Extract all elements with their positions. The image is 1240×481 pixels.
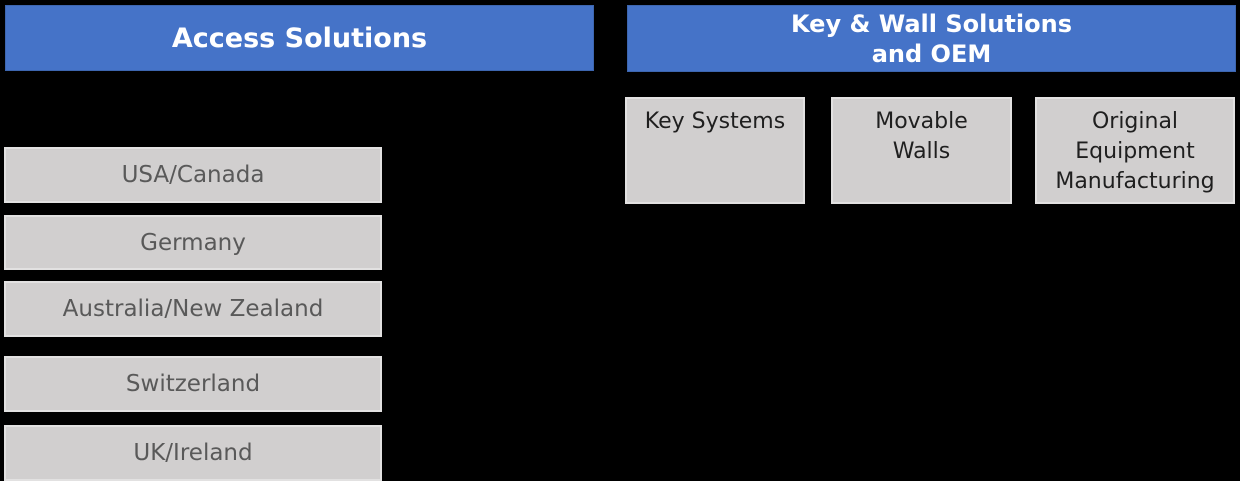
region-switzerland: Switzerland	[4, 356, 382, 412]
unit-key-systems: Key Systems	[625, 97, 805, 204]
key-wall-solutions-oem-header: Key & Wall Solutions and OEM	[627, 5, 1236, 72]
unit-movable-walls: Movable Walls	[831, 97, 1012, 204]
region-australia-new-zealand: Australia/New Zealand	[4, 281, 382, 337]
region-uk-ireland: UK/Ireland	[4, 425, 382, 481]
region-germany: Germany	[4, 215, 382, 270]
unit-original-equipment-manufacturing: Original Equipment Manufacturing	[1035, 97, 1235, 204]
access-solutions-header: Access Solutions	[5, 5, 594, 71]
region-usa-canada: USA/Canada	[4, 147, 382, 203]
